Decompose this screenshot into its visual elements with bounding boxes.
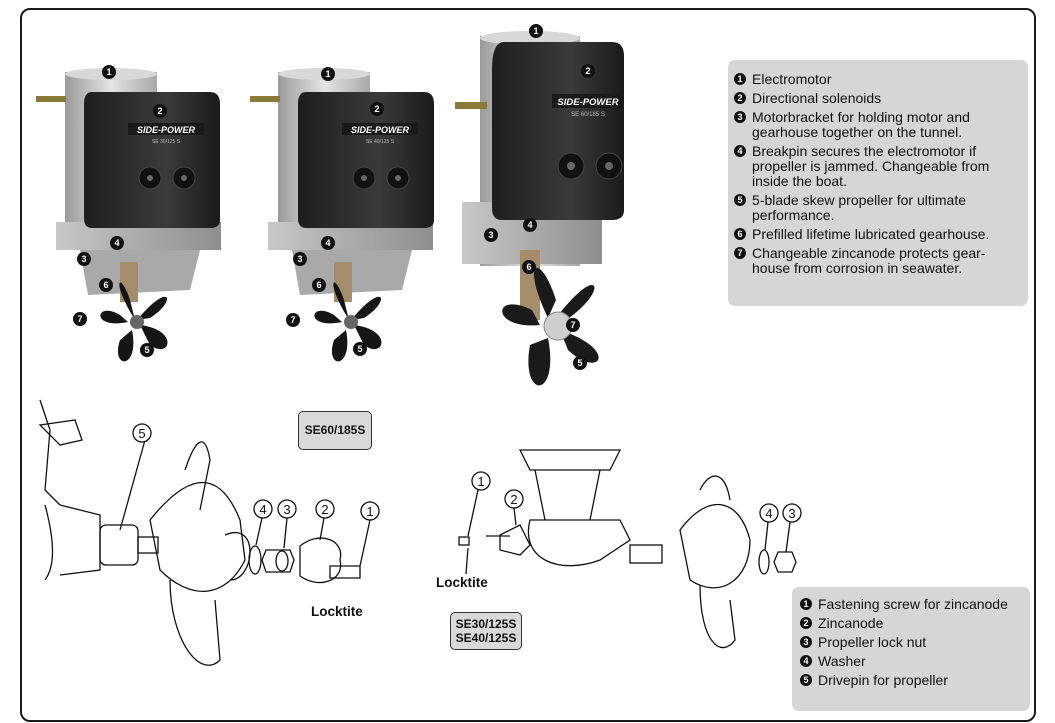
svg-text:5: 5 — [577, 358, 582, 368]
callout-2-right: 2 — [504, 489, 524, 509]
svg-text:5: 5 — [144, 345, 149, 355]
svg-text:1: 1 — [106, 67, 111, 77]
marker-6-t2: 6 — [312, 278, 326, 292]
marker-7-t3: 7 — [566, 318, 580, 332]
marker-3-t1: 3 — [77, 252, 91, 266]
exploded-view-se30-se40 — [458, 449, 797, 649]
thruster1-model-label: SE 30/125 S — [152, 139, 181, 145]
locktite-label-right: Locktite — [436, 575, 488, 590]
marker-5-t2: 5 — [353, 342, 367, 356]
callout-4-left: 4 — [253, 499, 273, 519]
marker-1-t1: 1 — [102, 65, 116, 79]
svg-text:1: 1 — [477, 474, 484, 489]
svg-text:5: 5 — [138, 426, 145, 441]
marker-2-t3: 2 — [581, 64, 595, 78]
marker-6-t3: 6 — [522, 260, 536, 274]
svg-text:6: 6 — [103, 280, 108, 290]
marker-2-t2: 2 — [370, 102, 384, 116]
marker-4-t3: 4 — [523, 218, 537, 232]
svg-text:2: 2 — [321, 502, 328, 517]
marker-6-t1: 6 — [99, 278, 113, 292]
svg-text:2: 2 — [585, 66, 590, 76]
brand-label-3: SIDE-POWER — [557, 97, 618, 108]
callout-1-right: 1 — [471, 471, 491, 491]
callout-2-left: 2 — [315, 499, 335, 519]
callout-1-left: 1 — [360, 501, 380, 521]
marker-4-t2: 4 — [321, 236, 335, 250]
svg-text:1: 1 — [325, 69, 330, 79]
marker-1-t2: 1 — [321, 67, 335, 81]
svg-text:4: 4 — [259, 502, 266, 517]
svg-text:6: 6 — [526, 262, 531, 272]
svg-text:3: 3 — [788, 506, 795, 521]
callout-4-right: 4 — [759, 503, 779, 523]
thruster3-model-label: SE 60/185 S — [571, 112, 605, 118]
model-se30-text: SE30/125S — [455, 617, 517, 631]
svg-text:4: 4 — [325, 238, 330, 248]
svg-text:6: 6 — [316, 280, 321, 290]
svg-text:4: 4 — [114, 238, 119, 248]
svg-text:3: 3 — [297, 254, 302, 264]
svg-text:7: 7 — [77, 314, 82, 324]
model-se60-text: SE60/185S — [304, 423, 366, 437]
thruster2-model-label: SE 40/125 S — [366, 139, 395, 145]
callout-5-left: 5 — [132, 423, 152, 443]
svg-text:1: 1 — [533, 26, 538, 36]
svg-text:4: 4 — [527, 220, 532, 230]
callout-3-right: 3 — [782, 503, 802, 523]
model-se40-text: SE40/125S — [455, 631, 517, 645]
svg-text:5: 5 — [357, 344, 362, 354]
svg-text:3: 3 — [488, 230, 493, 240]
svg-text:7: 7 — [570, 320, 575, 330]
svg-text:2: 2 — [374, 104, 379, 114]
svg-text:1: 1 — [366, 504, 373, 519]
model-label-se30-se40: SE30/125S SE40/125S — [450, 612, 522, 650]
marker-3-t3: 3 — [484, 228, 498, 242]
svg-text:7: 7 — [290, 315, 295, 325]
exploded-view-se60 — [38, 399, 371, 666]
marker-7-t1: 7 — [73, 312, 87, 326]
svg-text:3: 3 — [81, 254, 86, 264]
brand-label-2: SIDE-POWER — [351, 125, 410, 135]
marker-5-t3: 5 — [573, 356, 587, 370]
marker-4-t1: 4 — [110, 236, 124, 250]
svg-text:2: 2 — [510, 492, 517, 507]
callout-3-left: 3 — [277, 499, 297, 519]
svg-text:3: 3 — [283, 502, 290, 517]
marker-5-t1: 5 — [140, 343, 154, 357]
model-label-se60: SE60/185S — [298, 411, 372, 450]
svg-text:4: 4 — [765, 506, 772, 521]
svg-text:2: 2 — [157, 106, 162, 116]
locktite-label-left: Locktite — [311, 604, 363, 619]
marker-2-t1: 2 — [153, 104, 167, 118]
marker-3-t2: 3 — [293, 252, 307, 266]
brand-label-1: SIDE-POWER — [137, 125, 196, 135]
marker-1-t3: 1 — [529, 24, 543, 38]
marker-7-t2: 7 — [286, 313, 300, 327]
thruster-se40: SIDE-POWER SE 40/125 S — [250, 68, 434, 362]
